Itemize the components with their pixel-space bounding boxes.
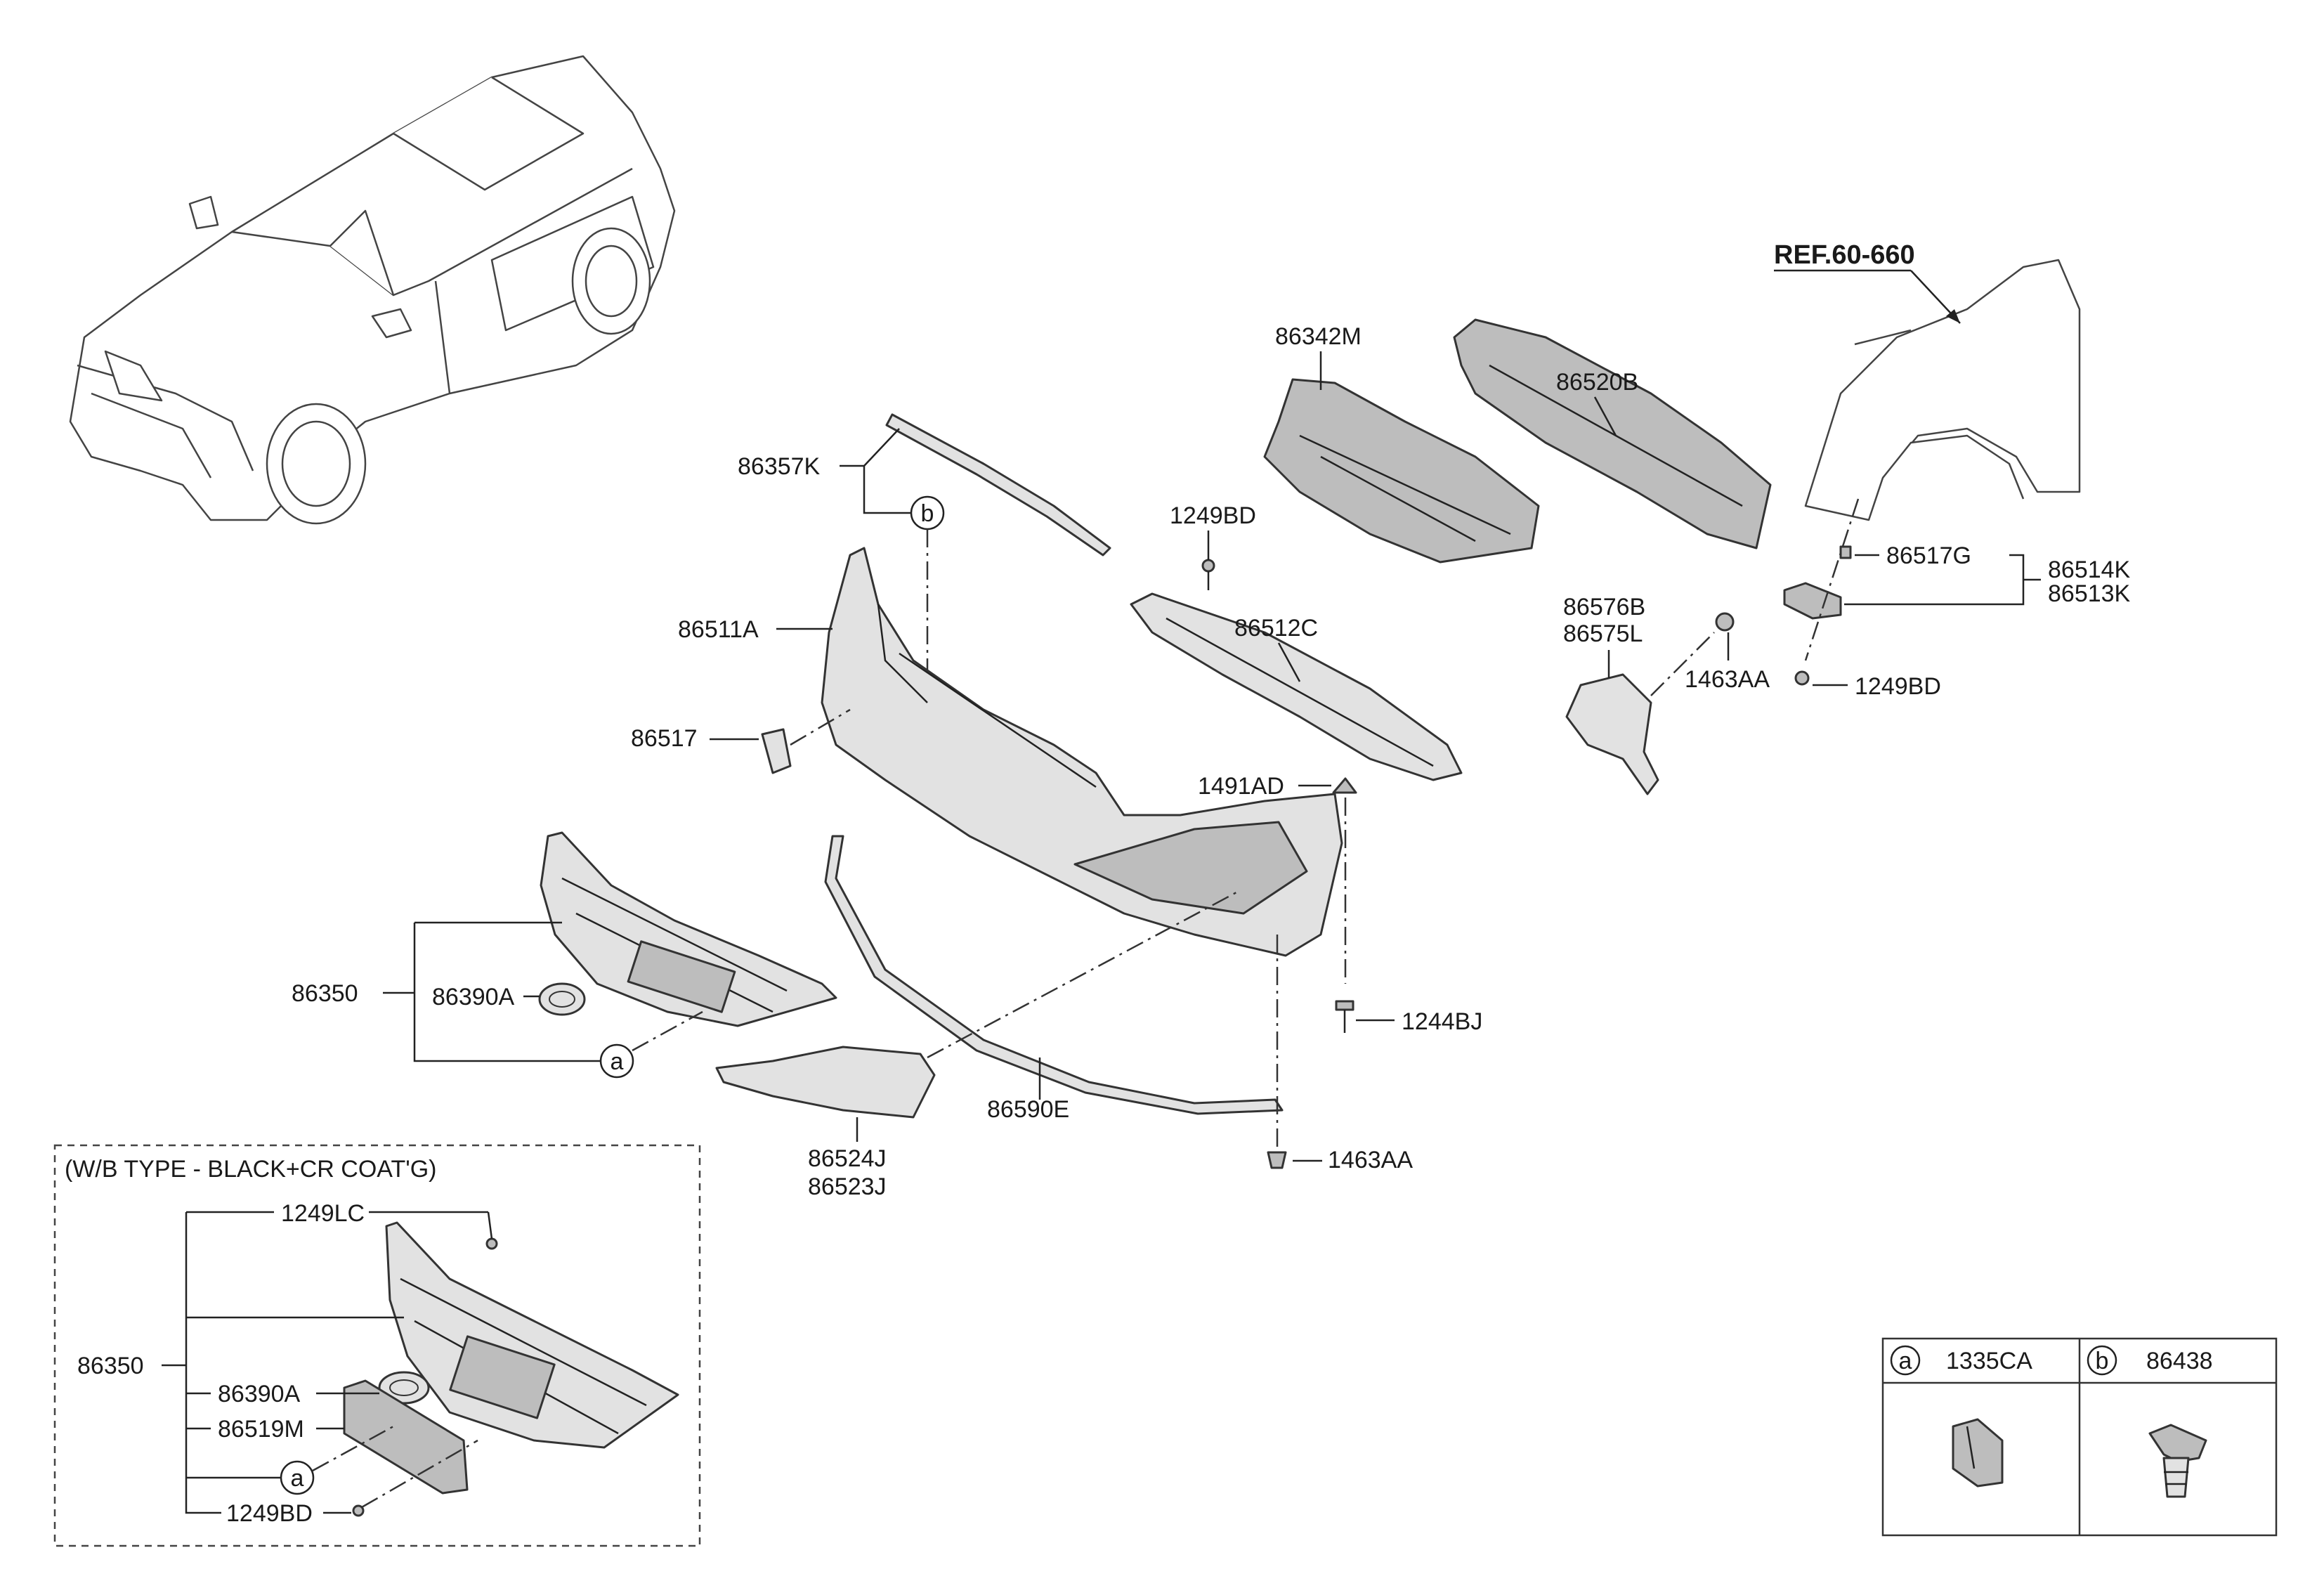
front-fender-reference: REF.60-660 [1774, 240, 2081, 521]
label-86524J: 86524J [808, 1145, 887, 1172]
inset-grille-86350-shape [385, 1221, 679, 1449]
legend-marker-a [1890, 1345, 1921, 1376]
part-86576B-bracket-shape [1565, 673, 1659, 795]
part-86511A-front-bumper-shape [821, 547, 1343, 957]
legend-part-a: 1335CA [1946, 1348, 2032, 1374]
screw-1249BD-right [1794, 670, 1810, 686]
emblem-86390A [538, 982, 586, 1016]
fastener-legend-table: a 1335CA b 86438 [1881, 1337, 2278, 1537]
inset-label-1249LC: 1249LC [281, 1200, 365, 1227]
label-86590E: 86590E [987, 1096, 1069, 1123]
inset-clip-1249LC [485, 1237, 498, 1250]
part-86342M-shape [1263, 378, 1540, 564]
label-86576B: 86576B [1563, 594, 1645, 620]
label-1249BD-right: 1249BD [1855, 673, 1941, 700]
label-1491AD: 1491AD [1198, 773, 1284, 800]
inset-marker-a-text: a [291, 1465, 304, 1492]
part-86590E-shape [824, 835, 1284, 1115]
bolt-1244BJ [1335, 1000, 1354, 1033]
inset-label-86519M: 86519M [218, 1416, 304, 1443]
legend-marker-a-text: a [1899, 1348, 1912, 1374]
wb-type-note: (W/B TYPE - BLACK+CR COAT'G) [65, 1156, 436, 1183]
label-86511A: 86511A [678, 616, 759, 643]
clip-1463AA-bottom [1267, 1151, 1287, 1169]
part-86514K-bracket-shape [1783, 582, 1842, 620]
label-86357K: 86357K [738, 453, 821, 480]
label-86517: 86517 [631, 725, 698, 752]
label-86523J: 86523J [808, 1173, 887, 1200]
marker-a-text: a [611, 1048, 624, 1075]
inset-marker-a-callout [280, 1460, 315, 1495]
label-86342M: 86342M [1275, 323, 1362, 350]
label-86350: 86350 [292, 980, 358, 1007]
label-1463AA-right: 1463AA [1685, 666, 1770, 693]
nut-1491AD [1332, 777, 1357, 794]
legend-marker-b-text: b [2096, 1348, 2109, 1374]
label-1244BJ: 1244BJ [1402, 1008, 1482, 1035]
inset-label-86350: 86350 [77, 1353, 144, 1379]
part-86350-radiator-grille-shape [540, 831, 837, 1027]
label-1463AA-bottom: 1463AA [1328, 1147, 1413, 1173]
inset-screw-1249BD [352, 1504, 365, 1517]
legend-clip-1335CA-shape [1952, 1418, 2004, 1488]
label-86575L: 86575L [1563, 620, 1643, 647]
label-1249BD-top: 1249BD [1170, 502, 1256, 529]
label-86513K: 86513K [2048, 580, 2131, 607]
part-86524J-shape [715, 1046, 936, 1119]
label-86512C: 86512C [1234, 615, 1318, 642]
label-86517G: 86517G [1886, 542, 1971, 569]
legend-marker-b [2087, 1345, 2117, 1376]
inset-bracket-86519M [343, 1379, 469, 1495]
wb-type-inset-box [53, 1144, 701, 1547]
vehicle-overview-drawing [69, 55, 676, 525]
label-86520B: 86520B [1556, 369, 1638, 396]
marker-b-text: b [921, 500, 934, 527]
part-86357K-shape [885, 413, 1111, 557]
label-86514K: 86514K [2048, 557, 2131, 583]
ref-label: REF.60-660 [1774, 240, 1915, 270]
part-86512C-lower-grille-shape [1130, 592, 1463, 781]
inset-label-1249BD: 1249BD [226, 1500, 313, 1527]
part-86517-shape [761, 728, 792, 774]
legend-part-b: 86438 [2146, 1348, 2213, 1374]
inset-label-86390A: 86390A [218, 1381, 301, 1407]
clip-86517G [1839, 545, 1852, 559]
marker-a-callout [599, 1043, 634, 1079]
label-86390A: 86390A [432, 984, 515, 1010]
clip-1463AA-right [1715, 612, 1735, 632]
screw-1249BD-top [1201, 559, 1215, 590]
legend-clip-86438-shape [2148, 1424, 2207, 1498]
